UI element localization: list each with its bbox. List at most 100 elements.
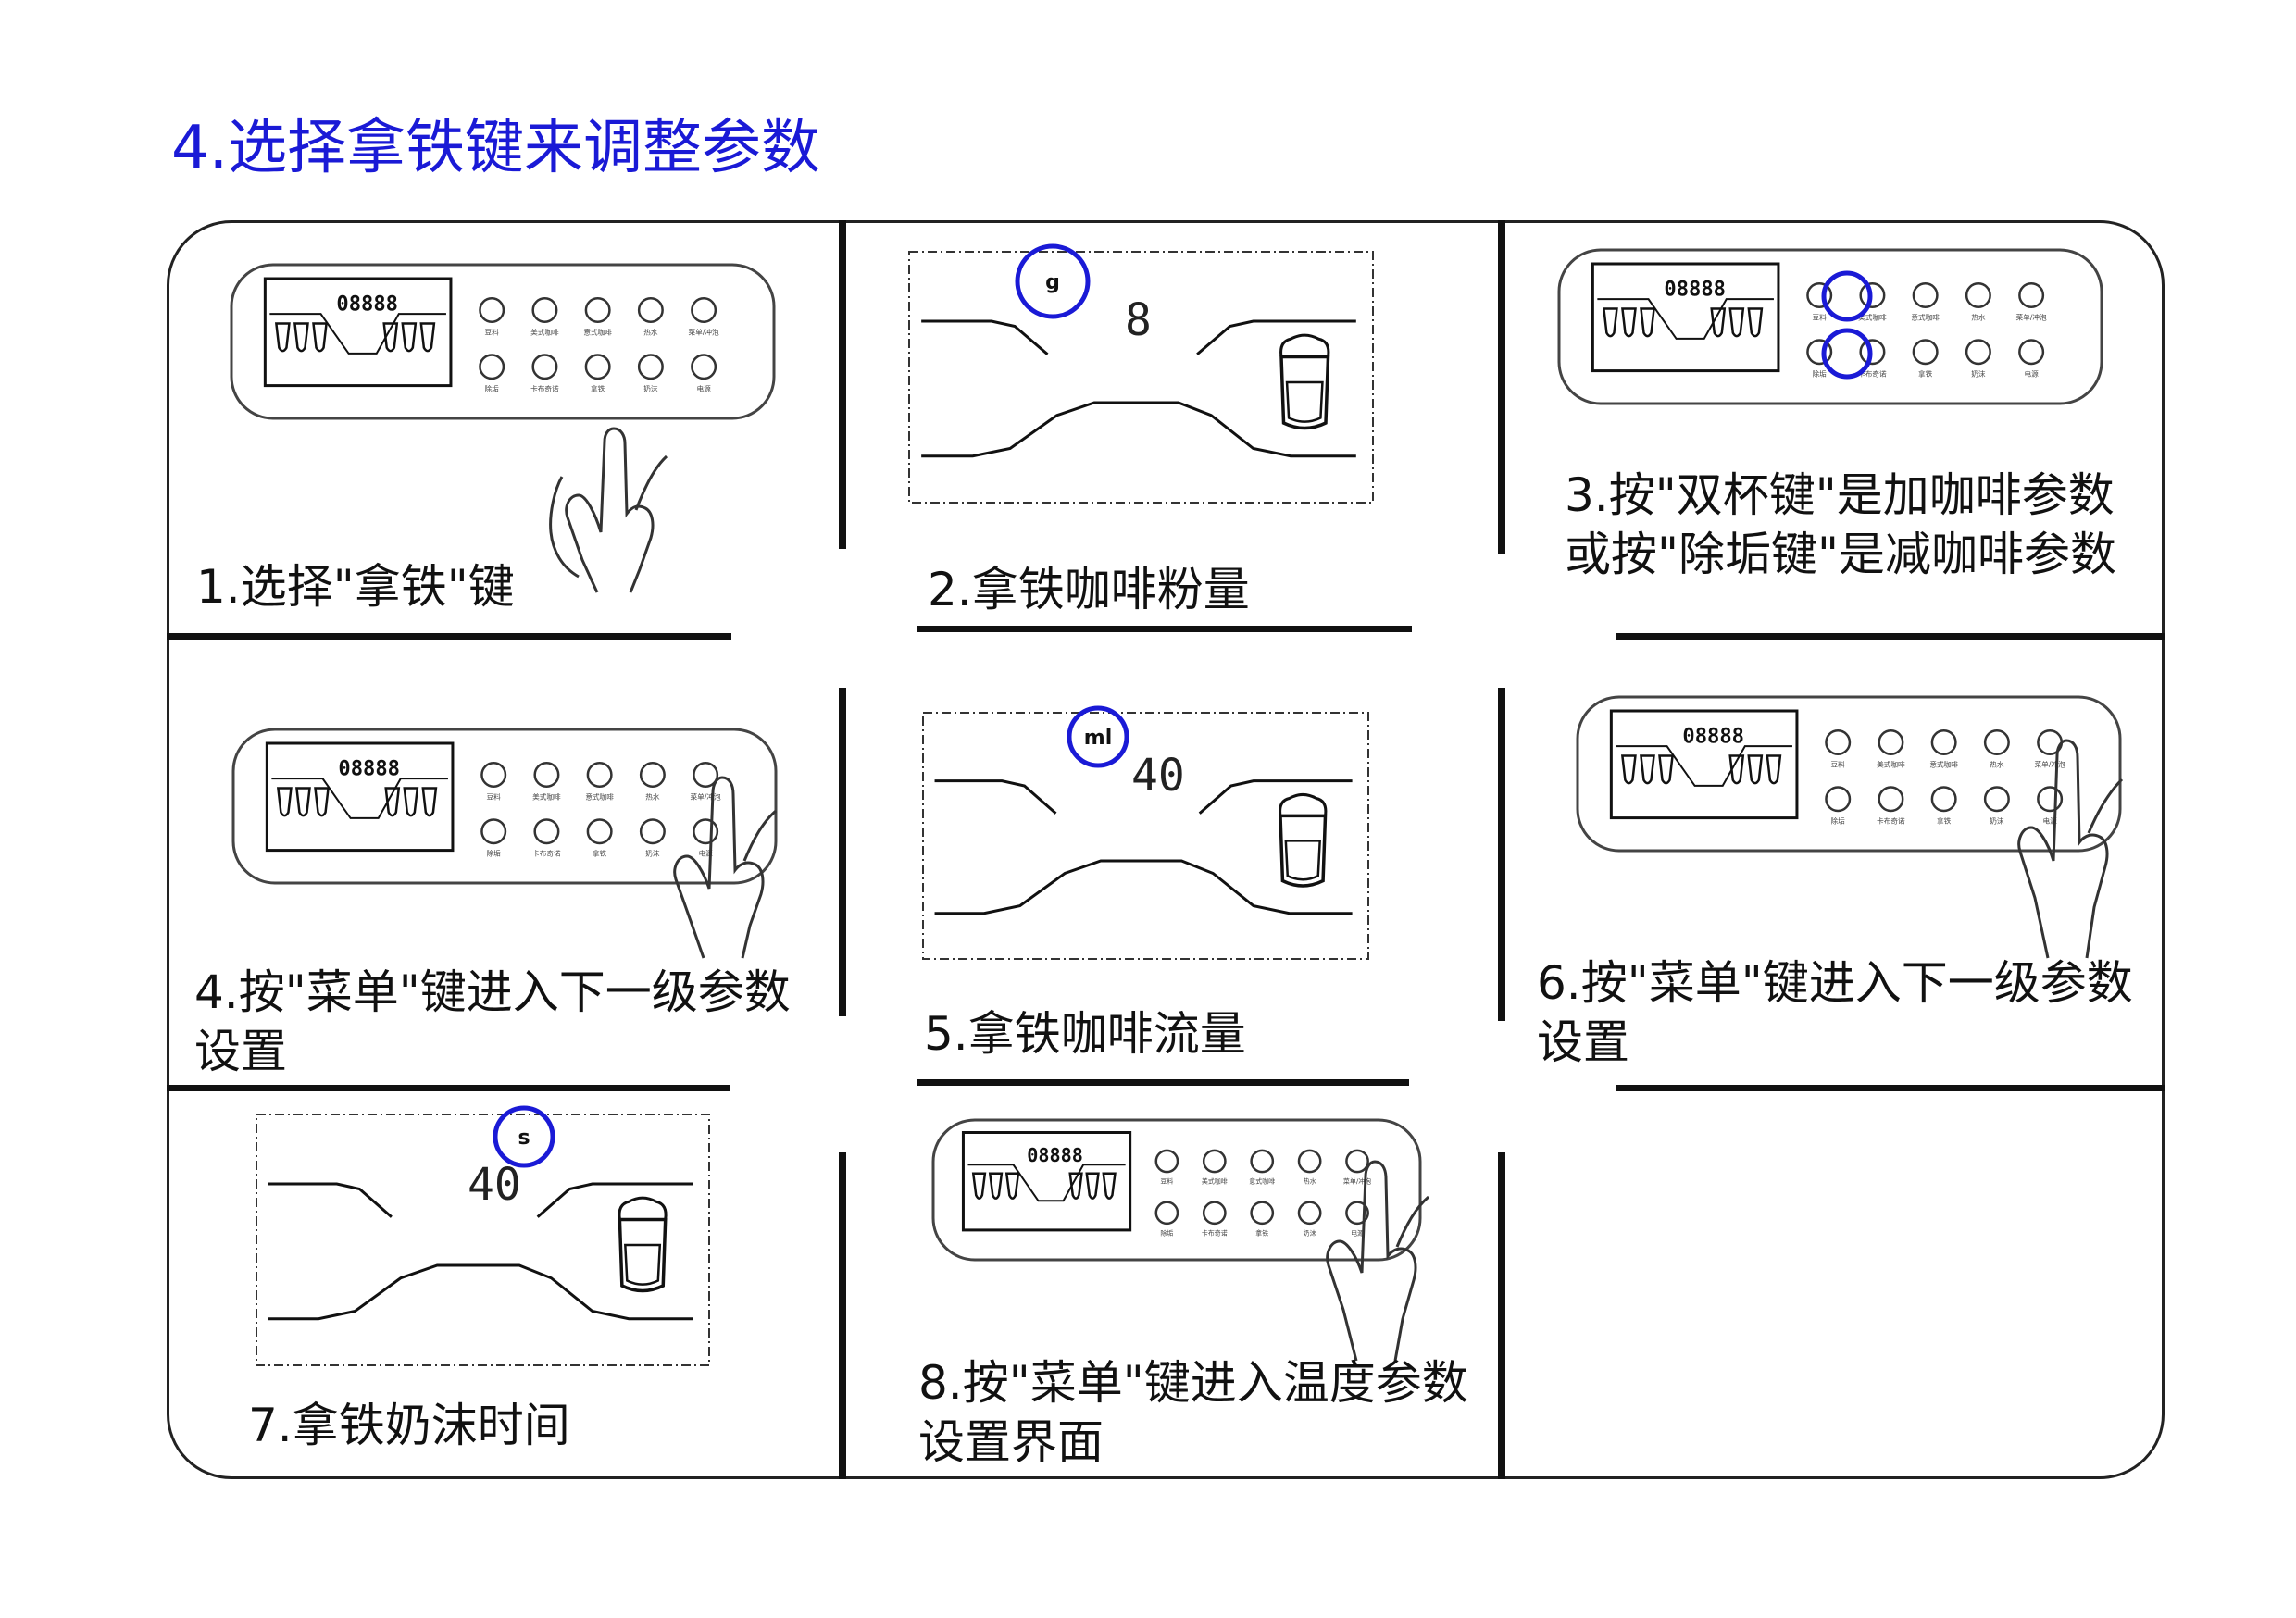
cup-icon [1728,754,1745,785]
panel-button-label: 热水 [1990,759,2004,768]
cup-icon [1102,1172,1117,1200]
panel-button-label: 意式咖啡 [1249,1177,1275,1186]
panel-button[interactable] [1250,1201,1275,1226]
display-line [536,1182,693,1218]
panel-button-label: 热水 [1971,312,1986,321]
panel-button-label: 热水 [645,791,660,801]
panel-button[interactable] [1154,1149,1179,1174]
step-caption: 5.拿铁咖啡流量 [924,1007,1246,1061]
cup-icon [382,322,399,353]
panel-button-label: 卡布奇诺 [1858,369,1887,379]
panel-button[interactable] [586,762,613,788]
panel-button[interactable] [637,354,664,380]
panel-button-label: 卡布奇诺 [532,849,561,858]
panel-button-label: 拿铁 [1255,1228,1268,1237]
panel-button[interactable] [584,297,611,323]
panel-button[interactable] [1297,1201,1322,1226]
panel-button-label: 菜单/冲泡 [689,327,719,336]
panel-button-label: 奶沫 [643,384,658,393]
panel-button-label: 拿铁 [1937,816,1952,826]
panel-button[interactable] [691,297,718,323]
cup-icon [1068,1172,1083,1200]
panel-button[interactable] [2018,282,2045,308]
panel-button[interactable] [1878,729,1904,755]
panel-button[interactable] [1930,786,1957,813]
lcd-digits: 08888 [1682,725,1744,749]
panel-button-label: 意式咖啡 [1929,759,1958,768]
panel-button[interactable] [637,297,664,323]
panel-button-label: 奶沫 [645,849,660,858]
panel-button[interactable] [1965,339,1991,366]
panel-button[interactable] [586,818,613,845]
panel-button[interactable] [1965,282,1991,308]
panel-button-label: 菜单/冲泡 [691,791,721,801]
panel-button[interactable] [639,762,666,788]
panel-button[interactable] [1983,786,2010,813]
panel-button[interactable] [1825,729,1852,755]
cup-icon [293,322,309,353]
panel-button[interactable] [1202,1201,1227,1226]
panel-button[interactable] [531,297,558,323]
divider [167,1085,730,1091]
unit-highlight: ml [1067,705,1129,768]
lcd-line [1616,745,1792,787]
panel-button[interactable] [531,354,558,380]
lcd-line [967,1164,1126,1202]
panel-button[interactable] [639,818,666,845]
cup-icon [384,787,401,817]
cup-icon [1640,307,1655,338]
step-caption: 8.按"菜单"键进入温度参数 设置界面 [918,1356,1468,1469]
control-panel: 08888豆料美式咖啡意式咖啡热水菜单/冲泡除垢卡布奇诺拿铁奶沫电源 [1576,695,2122,853]
cup-icon [295,787,311,817]
panel-button[interactable] [1202,1149,1227,1174]
foam-icon [618,1196,668,1220]
lcd-screen [1591,262,1780,373]
panel-button-label: 卡布奇诺 [1877,816,1905,826]
unit-label: ml [1084,727,1112,750]
cup-icon [1710,307,1727,338]
panel-button-label: 意式咖啡 [583,327,612,336]
panel-button[interactable] [1930,729,1957,755]
panel-button[interactable] [480,818,507,845]
panel-button[interactable] [2018,339,2045,366]
panel-button[interactable] [1983,729,2010,755]
panel-button[interactable] [480,762,507,788]
panel-button[interactable] [1878,786,1904,813]
highlight-circle [493,1105,555,1168]
panel-button[interactable] [1297,1149,1322,1174]
panel-button[interactable] [1250,1149,1275,1174]
panel-button[interactable] [479,354,505,380]
lcd-display [922,712,1369,960]
panel-button[interactable] [479,297,505,323]
panel-button[interactable] [1154,1201,1179,1226]
cup-icon [1279,814,1328,888]
cup-icon [618,1217,668,1293]
step-caption: 7.拿铁奶沫时间 [248,1399,570,1452]
panel-button[interactable] [1912,282,1939,308]
panel-button[interactable] [693,762,719,788]
panel-button-label: 奶沫 [1304,1228,1316,1237]
panel-button-label: 美式咖啡 [532,791,561,801]
cup-icon [1747,754,1764,785]
divider [839,688,846,1016]
panel-button-label: 电源 [2042,816,2057,826]
panel-button-label: 意式咖啡 [585,791,614,801]
unit-highlight: s [493,1105,555,1168]
panel-button[interactable] [691,354,718,380]
cup-icon [1747,307,1764,338]
panel-button[interactable] [533,818,560,845]
panel-button[interactable] [1345,1149,1369,1174]
panel-button-label: 除垢 [1160,1228,1173,1237]
panel-button[interactable] [584,354,611,380]
lcd-digits: 08888 [1664,278,1726,302]
panel-button[interactable] [1825,786,1852,813]
cup-icon [1004,1172,1020,1200]
panel-button[interactable] [533,762,560,788]
panel-button-label: 电源 [698,849,713,858]
panel-button-label: 除垢 [487,849,502,858]
divider [167,633,731,640]
panel-button[interactable] [1912,339,1939,366]
cup-icon [1085,1172,1100,1200]
cup-icon [1620,754,1637,785]
control-panel: 08888豆料美式咖啡意式咖啡热水菜单/冲泡除垢卡布奇诺拿铁奶沫电源 [231,728,778,885]
